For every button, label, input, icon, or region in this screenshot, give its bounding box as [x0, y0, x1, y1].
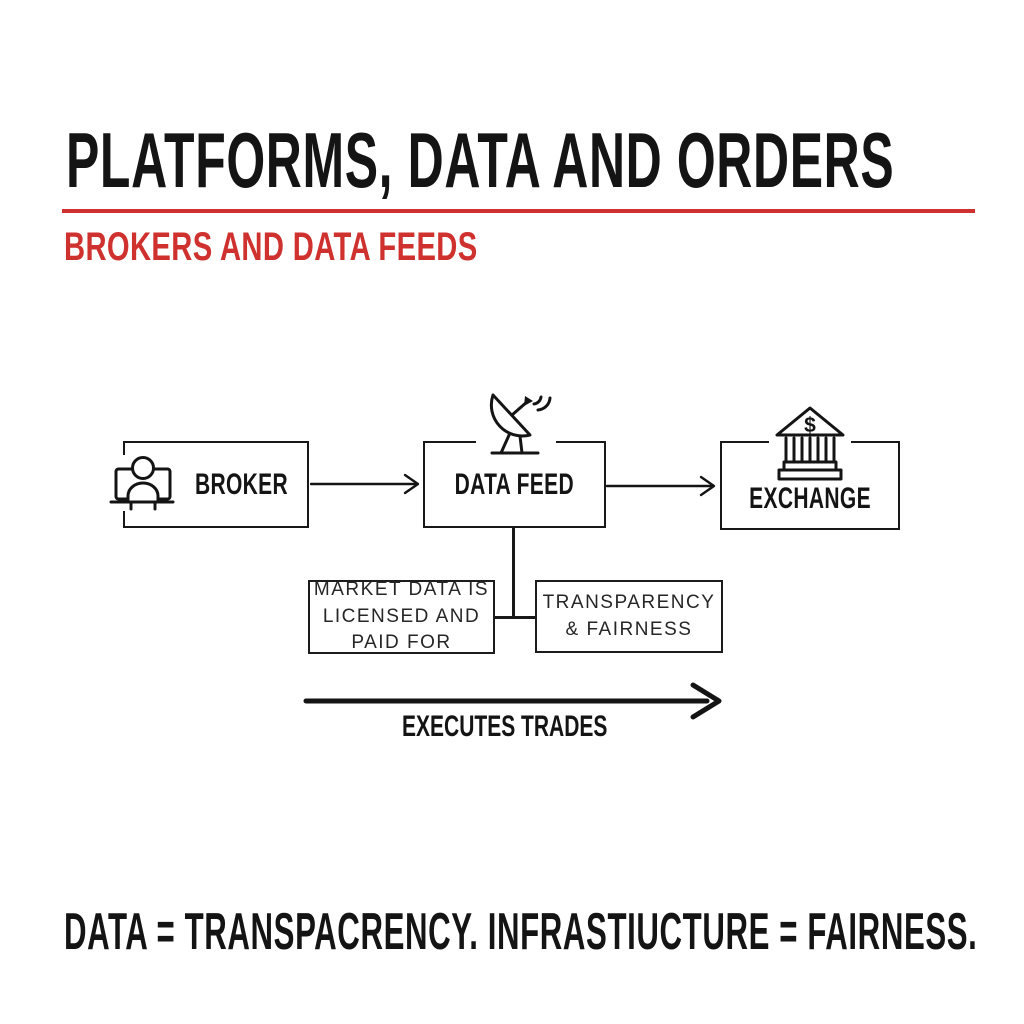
footer-statement: DATA = TRANSPACRENCY. INFRASTIUCTURE = F…	[64, 903, 978, 961]
arrow-datafeed-to-exchange	[606, 473, 720, 499]
executes-trades-arrow	[303, 680, 727, 722]
executes-trades-label: EXECUTES TRADES	[402, 710, 608, 743]
accent-divider	[62, 209, 975, 213]
data-feed-node-label: DATA FEED	[454, 467, 575, 501]
exchange-node: EXCHANGE	[720, 441, 900, 530]
callout-line: TRANSPARENCY	[542, 591, 716, 613]
connector-horizontal-line	[494, 616, 537, 619]
exchange-node-label: EXCHANGE	[749, 482, 871, 515]
callout-line: & FAIRNESS	[565, 618, 693, 640]
satellite-dish-icon	[476, 389, 556, 459]
broker-node-label: BROKER	[194, 467, 288, 501]
arrow-broker-to-datafeed	[310, 471, 424, 497]
page-subtitle: BROKERS AND DATA FEEDS	[64, 227, 631, 267]
dollar-sign-glyph: $	[804, 414, 816, 437]
person-at-desk-icon	[108, 455, 176, 511]
callout-line: MARKET DATA IS	[313, 578, 490, 600]
bank-building-icon: $	[769, 404, 851, 484]
connector-vertical-line	[512, 528, 515, 619]
transparency-callout: TRANSPARENCY & FAIRNESS	[535, 580, 723, 653]
callout-line: LICENSED AND	[322, 605, 481, 627]
callout-line: PAID FOR	[351, 632, 452, 654]
page-title-text: PLATFORMS, DATA AND ORDERS	[66, 116, 895, 204]
page-subtitle-text: BROKERS AND DATA FEEDS	[64, 225, 478, 269]
market-data-callout: MARKET DATA IS LICENSED AND PAID FOR	[308, 578, 495, 654]
page-title: PLATFORMS, DATA AND ORDERS	[66, 121, 1024, 199]
